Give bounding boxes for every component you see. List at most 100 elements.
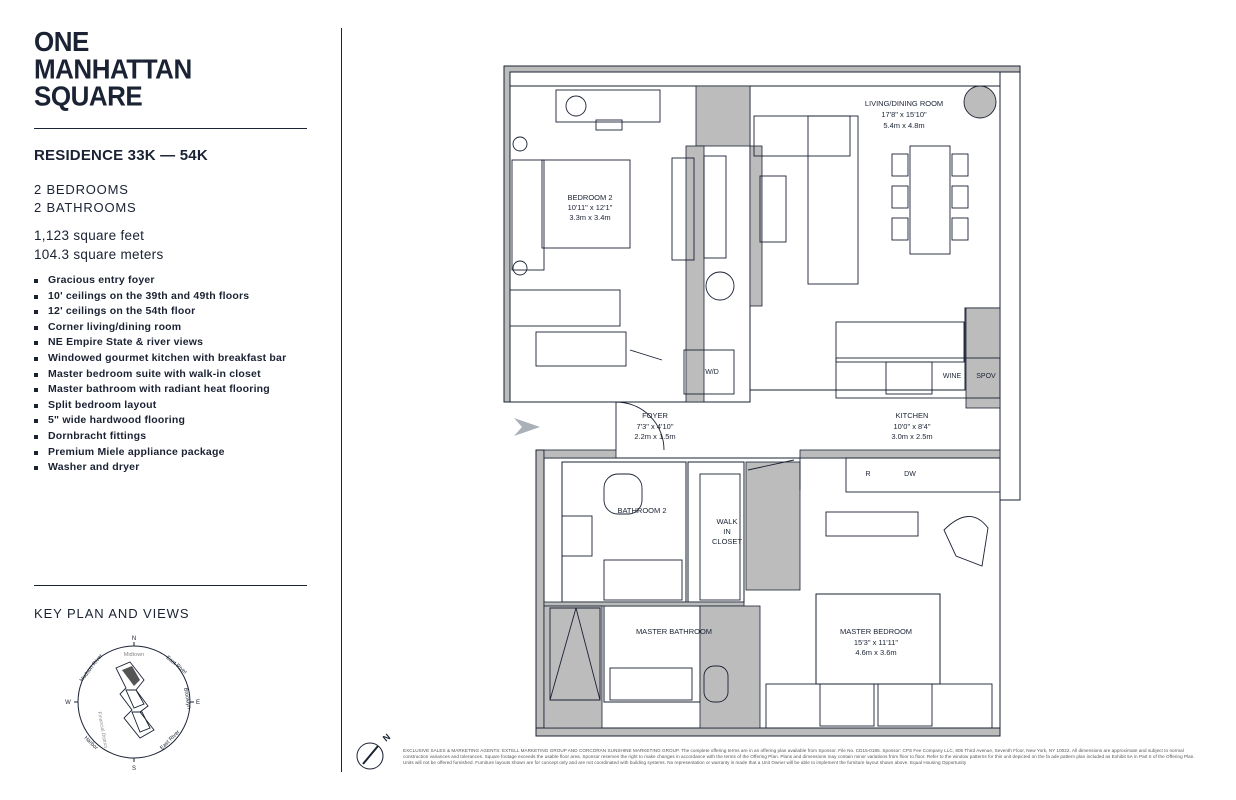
dresser <box>671 157 695 261</box>
footprint-outline <box>115 661 155 739</box>
feature-item: Washer and dryer <box>34 460 286 476</box>
wall-east-window <box>999 71 1021 501</box>
outline-master-bath <box>603 605 701 703</box>
wall-north <box>503 65 1021 403</box>
dining-chair <box>891 217 909 241</box>
doors <box>615 349 801 490</box>
divider-rule <box>34 585 307 586</box>
entry-door <box>615 401 665 451</box>
laundry-closet <box>683 349 735 395</box>
area-sqft: 1,123 square feet <box>34 228 145 243</box>
view-east-river-bottom: East River <box>159 729 181 751</box>
bench <box>825 511 919 537</box>
exterior-walls <box>503 65 1021 737</box>
brand-logo: ONE MANHATTAN SQUARE <box>34 28 192 110</box>
console <box>703 155 727 259</box>
foyer-name: FOYER <box>642 411 668 420</box>
cooktop <box>885 361 933 395</box>
bed-headboard <box>511 159 545 271</box>
door-swing <box>629 349 663 361</box>
master-bath-name: MASTER BATHROOM <box>636 627 712 636</box>
wall-block <box>799 449 1001 459</box>
logo-line: MANHATTAN <box>34 53 192 85</box>
north-label: N <box>381 732 392 744</box>
compass-s: S <box>132 766 136 770</box>
view-midtown: Midtown <box>124 652 144 658</box>
view-hudson: Hudson River <box>79 653 104 683</box>
residence-title: RESIDENCE 33K — 54K <box>34 147 208 164</box>
bed <box>541 159 631 249</box>
wall-block <box>745 461 801 591</box>
spov-label: SPOV <box>976 373 996 380</box>
column <box>963 85 997 119</box>
compass-e: E <box>196 700 200 706</box>
dining-table <box>909 145 951 255</box>
wd-label: W/D <box>705 369 719 376</box>
master-vanity <box>609 667 693 701</box>
interior-walls <box>543 85 1001 729</box>
south-furniture <box>549 473 993 729</box>
floor-plan: LIVING/DINING ROOM 17'8" x 15'10" 5.4m x… <box>503 65 1021 737</box>
wall-southwest <box>535 449 545 729</box>
wall-block <box>543 601 745 607</box>
living-imperial: 17'8" x 15'10" <box>881 110 927 119</box>
feature-item: Corner living/dining room <box>34 320 286 336</box>
bathrooms-count: 2 BATHROOMS <box>34 200 137 215</box>
unit-specs: 2 BEDROOMS 2 BATHROOMS <box>34 181 136 217</box>
dining-chair <box>951 153 969 177</box>
master-bed-name: MASTER BEDROOM <box>840 627 912 636</box>
shower <box>549 607 601 701</box>
wall-south <box>535 727 1001 737</box>
legal-disclaimer: EXCLUSIVE SALES & MARKETING AGENTS: EXTE… <box>403 748 1195 765</box>
chair-icon <box>565 95 587 117</box>
lounge-chair <box>943 516 989 567</box>
master-bed-metric: 4.6m x 3.6m <box>855 648 896 657</box>
kitchen-metric: 3.0m x 2.5m <box>891 432 932 441</box>
walkin-line3: CLOSET <box>712 537 742 546</box>
feature-item: 10' ceilings on the 39th and 49th floors <box>34 289 286 305</box>
foyer-metric: 2.2m x 1.5m <box>634 432 675 441</box>
building-footprint <box>115 661 155 739</box>
footprint-segment <box>131 711 151 733</box>
bedroom2-furniture <box>509 89 735 395</box>
master-bed-headboard <box>765 683 993 729</box>
north-arrow-icon: N <box>356 732 392 770</box>
compass-w: W <box>65 700 71 706</box>
ottoman <box>705 271 735 301</box>
living-metric: 5.4m x 4.8m <box>883 121 924 130</box>
kitchen-counter-south <box>845 457 1001 493</box>
living-name: LIVING/DINING ROOM <box>865 99 943 108</box>
desk <box>555 89 661 123</box>
bedrooms-count: 2 BEDROOMS <box>34 182 129 197</box>
bedroom2-imperial: 10'11" x 12'1" <box>568 203 613 212</box>
wine-label: WINE <box>943 373 962 380</box>
sectional <box>807 115 859 285</box>
compass-n: N <box>132 636 136 642</box>
pillow <box>819 683 875 727</box>
toilet-icon <box>703 665 729 703</box>
lamp-icon <box>512 136 528 152</box>
closet <box>535 331 627 367</box>
key-plan-diagram: N S W E Midtown Hudson River East River … <box>65 636 200 770</box>
info-panel: ONE MANHATTAN SQUARE RESIDENCE 33K — 54K… <box>0 0 340 800</box>
foyer-imperial: 7'3" x 4'10" <box>637 422 674 431</box>
coffee-table <box>759 175 787 243</box>
wall-block <box>749 145 763 307</box>
feature-item: Premium Miele appliance package <box>34 445 286 461</box>
feature-item: Dornbracht fittings <box>34 429 286 445</box>
features-list: Gracious entry foyer 10' ceilings on the… <box>34 273 286 476</box>
closet-rack <box>699 473 741 601</box>
feature-item: Master bathroom with radiant heat floori… <box>34 382 286 398</box>
view-financial: Financial District <box>96 711 108 749</box>
toilet-icon <box>603 473 643 515</box>
feature-item: Master bedroom suite with walk-in closet <box>34 367 286 383</box>
kitchen-counter <box>835 357 1001 399</box>
north-needle <box>362 745 379 765</box>
logo-line: SQUARE <box>34 80 143 112</box>
master-bed-imperial: 15'3" x 11'11" <box>854 638 899 647</box>
footprint-highlight <box>122 666 140 686</box>
feature-item: 5" wide hardwood flooring <box>34 413 286 429</box>
dining-chair <box>951 217 969 241</box>
lamp-icon <box>512 260 528 276</box>
bedroom2-name: BEDROOM 2 <box>567 193 612 202</box>
